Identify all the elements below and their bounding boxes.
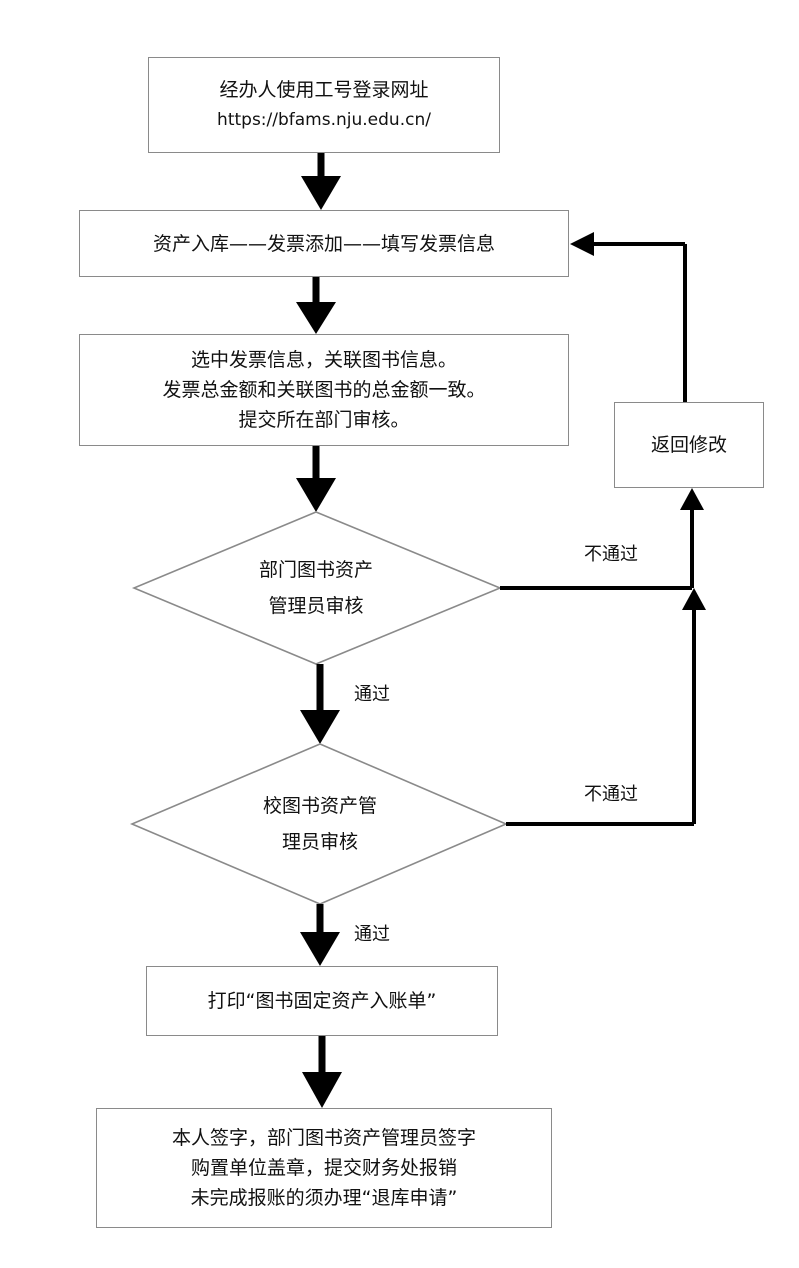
arrow-add-invoice-to-link-books xyxy=(296,277,336,334)
print-step-text: 打印“图书固定资产入账单” xyxy=(207,990,437,1012)
arrow-dept-review-to-school-review xyxy=(300,664,340,744)
arrow-print-to-final xyxy=(302,1036,342,1108)
link-books-step-box: 选中发票信息，关联图书信息。 发票总金额和关联图书的总金额一致。 提交所在部门审… xyxy=(79,334,569,446)
print-step-box: 打印“图书固定资产入账单” xyxy=(146,966,498,1036)
add-invoice-step-text: 资产入库——发票添加——填写发票信息 xyxy=(152,232,495,255)
login-step-box: 经办人使用工号登录网址 https://bfams.nju.edu.cn/ xyxy=(148,57,500,153)
school-review-line-2: 理员审核 xyxy=(281,831,358,853)
dept-review-line-2: 管理员审核 xyxy=(268,595,364,617)
final-step-box: 本人签字，部门图书资产管理员签字 购置单位盖章，提交财务处报销 未完成报账的须办… xyxy=(96,1108,552,1228)
arrow-login-to-add-invoice xyxy=(301,153,341,210)
dept-review-text: 部门图书资产 管理员审核 xyxy=(216,552,416,624)
arrow-school-fail-to-return-path xyxy=(506,588,706,826)
login-step-text: 经办人使用工号登录网址 xyxy=(219,79,429,101)
return-edit-text: 返回修改 xyxy=(650,434,727,456)
arrow-return-edit-to-add-invoice xyxy=(570,232,687,402)
link-books-line-3: 提交所在部门审核。 xyxy=(238,409,410,431)
arrow-link-books-to-dept-review xyxy=(296,446,336,512)
final-line-1: 本人签字，部门图书资产管理员签字 xyxy=(171,1127,476,1149)
fail-label-1: 不通过 xyxy=(584,544,638,565)
pass-label-1: 通过 xyxy=(354,684,390,705)
add-invoice-step-box: 资产入库——发票添加——填写发票信息 xyxy=(79,210,569,277)
link-books-line-1: 选中发票信息，关联图书信息。 xyxy=(190,349,457,371)
arrow-dept-fail-to-return-edit xyxy=(500,488,704,590)
school-review-line-1: 校图书资产管 xyxy=(262,795,377,817)
link-books-line-2: 发票总金额和关联图书的总金额一致。 xyxy=(162,379,486,401)
final-line-3: 未完成报账的须办理“退库申请” xyxy=(190,1187,458,1209)
final-line-2: 购置单位盖章，提交财务处报销 xyxy=(190,1157,457,1179)
return-edit-box: 返回修改 xyxy=(614,402,764,488)
dept-review-diamond xyxy=(131,511,503,665)
pass-label-2: 通过 xyxy=(354,924,390,945)
dept-review-line-1: 部门图书资产 xyxy=(258,559,373,581)
arrow-school-review-to-print xyxy=(300,904,340,966)
login-url-text: https://bfams.nju.edu.cn/ xyxy=(217,110,431,130)
school-review-text: 校图书资产管 理员审核 xyxy=(220,788,420,860)
fail-label-2: 不通过 xyxy=(584,784,638,805)
